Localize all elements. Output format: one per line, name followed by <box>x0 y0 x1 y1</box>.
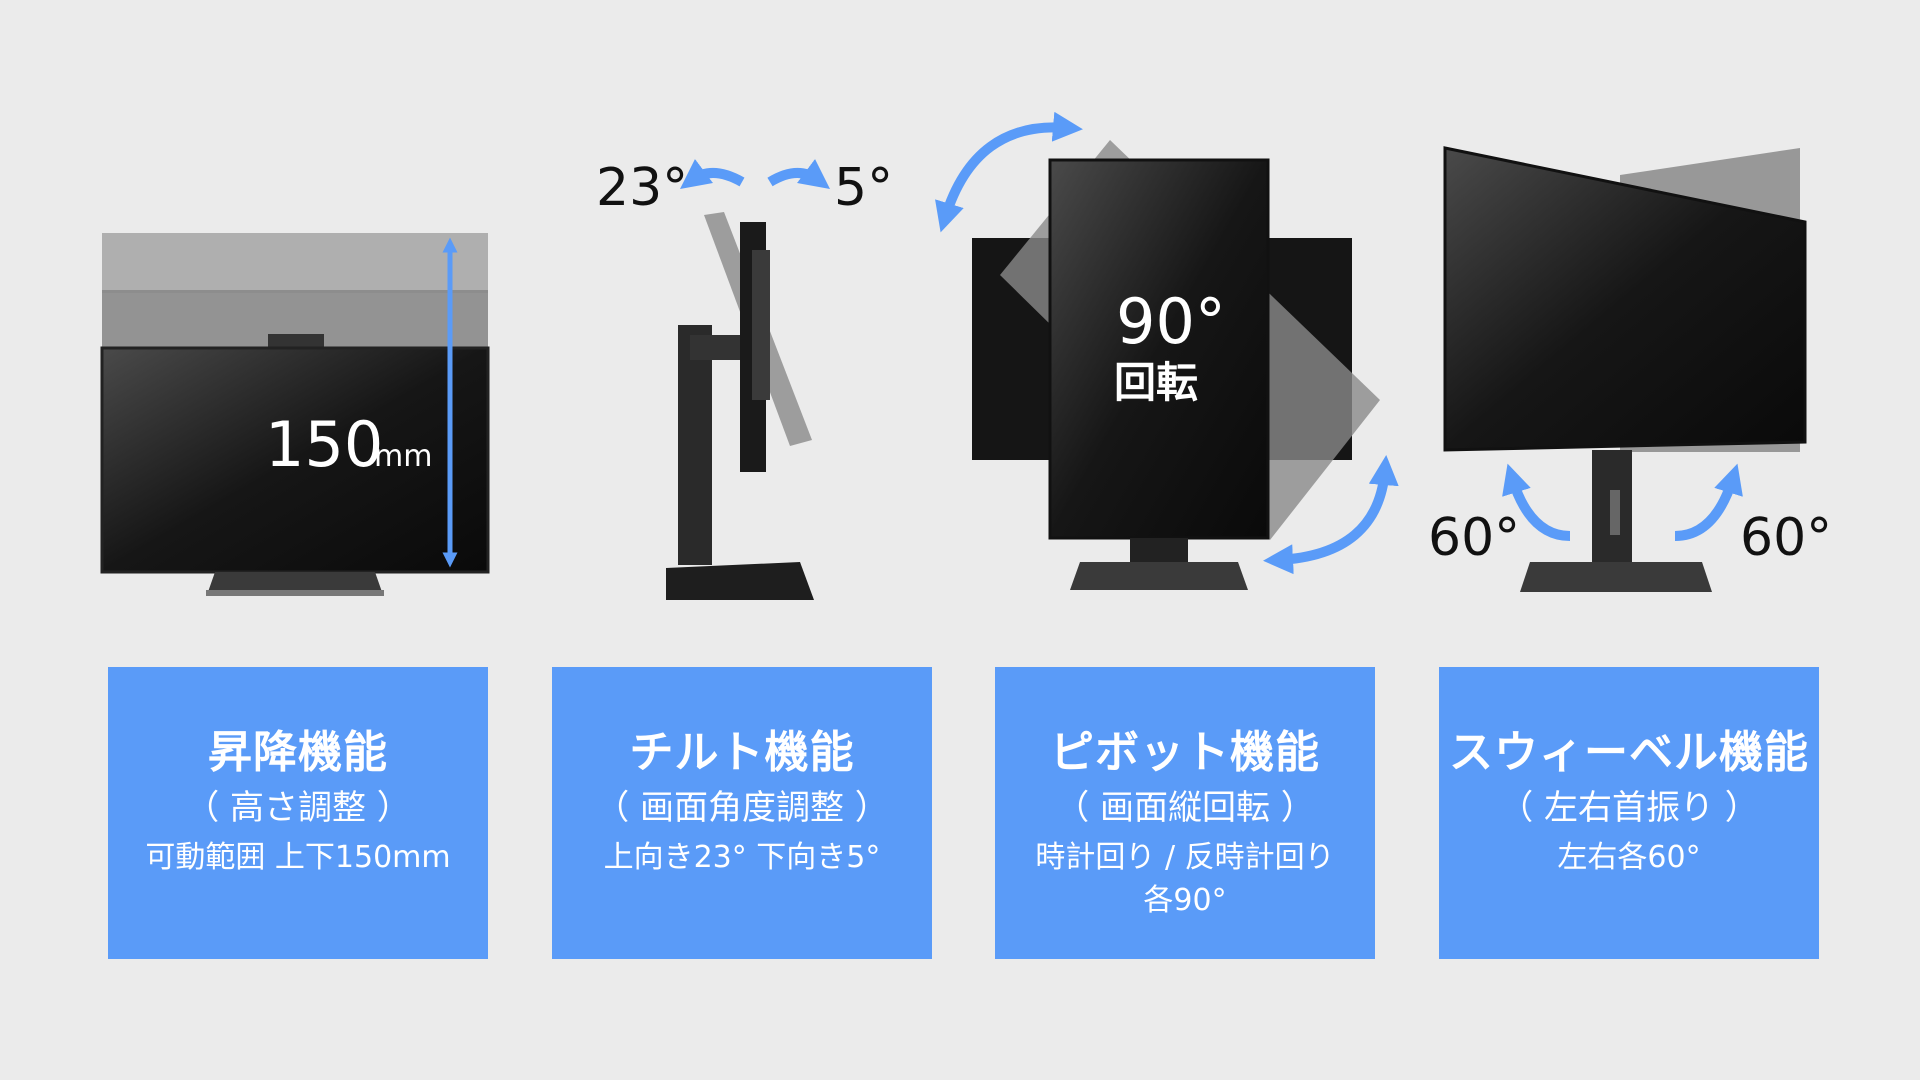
feature-card-height: 昇降機能 （ 高さ調整 ） 可動範囲 上下150mm <box>108 667 488 959</box>
feature-subtitle: （ 高さ調整 ） <box>185 788 411 828</box>
feature-card-swivel: スウィーベル機能 （ 左右首振り ） 左右各60° <box>1439 667 1819 959</box>
feature-subtitle: （ 画面角度調整 ） <box>595 788 889 828</box>
tilt-illustration: 23° 5° <box>596 158 893 600</box>
swivel-left-label: 60° <box>1428 508 1520 568</box>
tilt-up-label: 23° <box>596 158 688 218</box>
swivel-illustration: 60° 60° <box>1428 146 1832 592</box>
feature-title: チルト機能 <box>629 727 855 778</box>
swivel-left-arrow-icon <box>1502 463 1571 541</box>
pivot-clockwise-arrow-icon <box>935 111 1083 233</box>
feature-title: スウィーベル機能 <box>1449 727 1809 778</box>
feature-detail: 上向き23° 下向き5° <box>603 840 881 875</box>
feature-title: ピボット機能 <box>1050 727 1320 778</box>
height-adjust-illustration: 150 mm <box>100 233 490 596</box>
pivot-counterclockwise-arrow-icon <box>1263 455 1399 575</box>
swivel-right-arrow-icon <box>1674 463 1743 541</box>
tilt-down-arrow-icon <box>767 159 831 189</box>
pivot-angle-label: 90° <box>1116 285 1226 358</box>
pivot-rotate-label: 回転 <box>1114 358 1198 407</box>
height-unit-label: mm <box>374 439 432 474</box>
swivel-right-label: 60° <box>1740 508 1832 568</box>
tilt-up-arrow-icon <box>679 159 745 189</box>
feature-detail: 可動範囲 上下150mm <box>145 840 451 875</box>
feature-detail-2: 各90° <box>1143 883 1227 918</box>
feature-subtitle: （ 画面縦回転 ） <box>1055 788 1315 828</box>
feature-detail: 左右各60° <box>1557 840 1701 875</box>
pivot-illustration: 90° 回転 <box>935 111 1399 590</box>
feature-detail: 時計回り / 反時計回り <box>1035 840 1335 875</box>
feature-subtitle: （ 左右首振り ） <box>1499 788 1759 828</box>
height-value-label: 150 <box>265 408 383 481</box>
feature-card-pivot: ピボット機能 （ 画面縦回転 ） 時計回り / 反時計回り 各90° <box>995 667 1375 959</box>
feature-card-tilt: チルト機能 （ 画面角度調整 ） 上向き23° 下向き5° <box>552 667 932 959</box>
tilt-down-label: 5° <box>834 158 893 218</box>
feature-title: 昇降機能 <box>208 727 388 778</box>
